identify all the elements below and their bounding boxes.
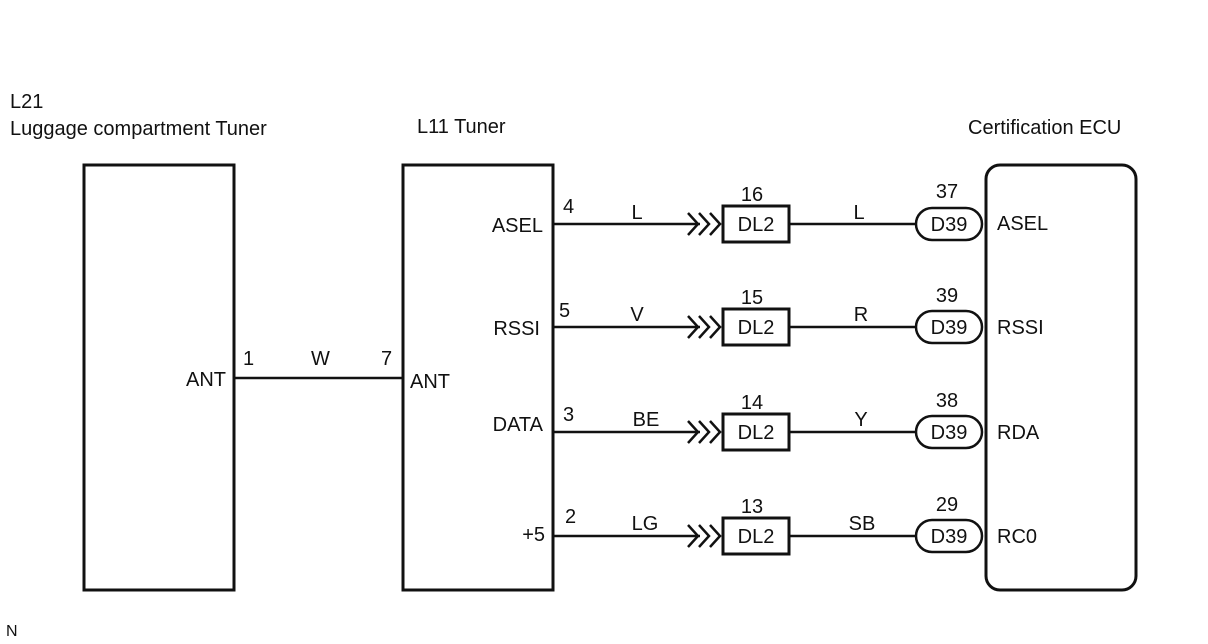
ecu-connector <box>914 309 984 345</box>
tuner-pin: 4 <box>563 196 574 218</box>
chevron-icon <box>687 524 722 548</box>
wire-color-left: L <box>631 202 642 224</box>
signal-row-asel: ASEL 4 L 16 DL2 L 37 D39 ASEL <box>492 181 1048 244</box>
ecu-connector <box>914 414 984 450</box>
wire-color-right: L <box>853 202 864 224</box>
luggage-tuner-box <box>82 163 236 592</box>
dl-label: DL2 <box>738 526 775 548</box>
dl-connector <box>721 516 791 556</box>
tuner-title: L11 Tuner <box>417 116 506 138</box>
dl-pin: 13 <box>741 496 763 518</box>
wire-color-left: V <box>630 304 644 326</box>
luggage-tuner-name: Luggage compartment Tuner <box>10 118 267 140</box>
tuner-signal-label: DATA <box>493 414 544 436</box>
dl-pin: 16 <box>741 184 763 206</box>
tuner-pin: 5 <box>559 300 570 322</box>
ant-pin-left: 1 <box>243 348 254 370</box>
ecu-connector-label: D39 <box>931 214 968 236</box>
chevron-icon <box>687 212 722 236</box>
tuner-box <box>401 163 555 592</box>
chevron-icon <box>687 315 722 339</box>
ecu-pin: 37 <box>936 181 958 203</box>
tuner-ant-label: ANT <box>410 371 450 393</box>
tuner-pin: 2 <box>565 506 576 528</box>
ant-pin-right: 7 <box>381 348 392 370</box>
luggage-ant-label: ANT <box>186 369 226 391</box>
dl-label: DL2 <box>738 422 775 444</box>
dl-label: DL2 <box>738 317 775 339</box>
dl-pin: 15 <box>741 287 763 309</box>
ecu-signal-label: RSSI <box>997 317 1044 339</box>
ecu-connector <box>914 206 984 242</box>
signal-row-data: DATA 3 BE 14 DL2 Y 38 D39 RDA <box>493 390 1040 452</box>
wire-color-right: Y <box>854 409 867 431</box>
ecu-pin: 39 <box>936 285 958 307</box>
wire-color-right: R <box>854 304 868 326</box>
chevron-icon <box>687 420 722 444</box>
ecu-signal-label: RC0 <box>997 526 1037 548</box>
ecu-signal-label: ASEL <box>997 213 1048 235</box>
wire-color-left: BE <box>633 409 660 431</box>
ecu-box <box>984 163 1138 592</box>
luggage-tuner-code: L21 <box>10 91 43 113</box>
tuner-signal-label: RSSI <box>493 318 540 340</box>
wire-color-left: LG <box>632 513 659 535</box>
ecu-pin: 29 <box>936 494 958 516</box>
ecu-connector-label: D39 <box>931 526 968 548</box>
ecu-title: Certification ECU <box>968 117 1121 139</box>
dl-label: DL2 <box>738 214 775 236</box>
ant-wire-color: W <box>311 348 330 370</box>
signal-row-rssi: RSSI 5 V 15 DL2 R 39 D39 RSSI <box>493 285 1044 347</box>
wire-color-right: SB <box>849 513 876 535</box>
tuner-signal-label: +5 <box>522 524 545 546</box>
ecu-signal-label: RDA <box>997 422 1040 444</box>
dl-pin: 14 <box>741 392 763 414</box>
ecu-connector-label: D39 <box>931 317 968 339</box>
ecu-connector <box>914 518 984 554</box>
signal-row-plus5: +5 2 LG 13 DL2 SB 29 D39 RC0 <box>522 494 1037 556</box>
tuner-pin: 3 <box>563 404 574 426</box>
ecu-pin: 38 <box>936 390 958 412</box>
tuner-signal-label: ASEL <box>492 215 543 237</box>
footnote: N <box>6 623 18 640</box>
ecu-connector-label: D39 <box>931 422 968 444</box>
